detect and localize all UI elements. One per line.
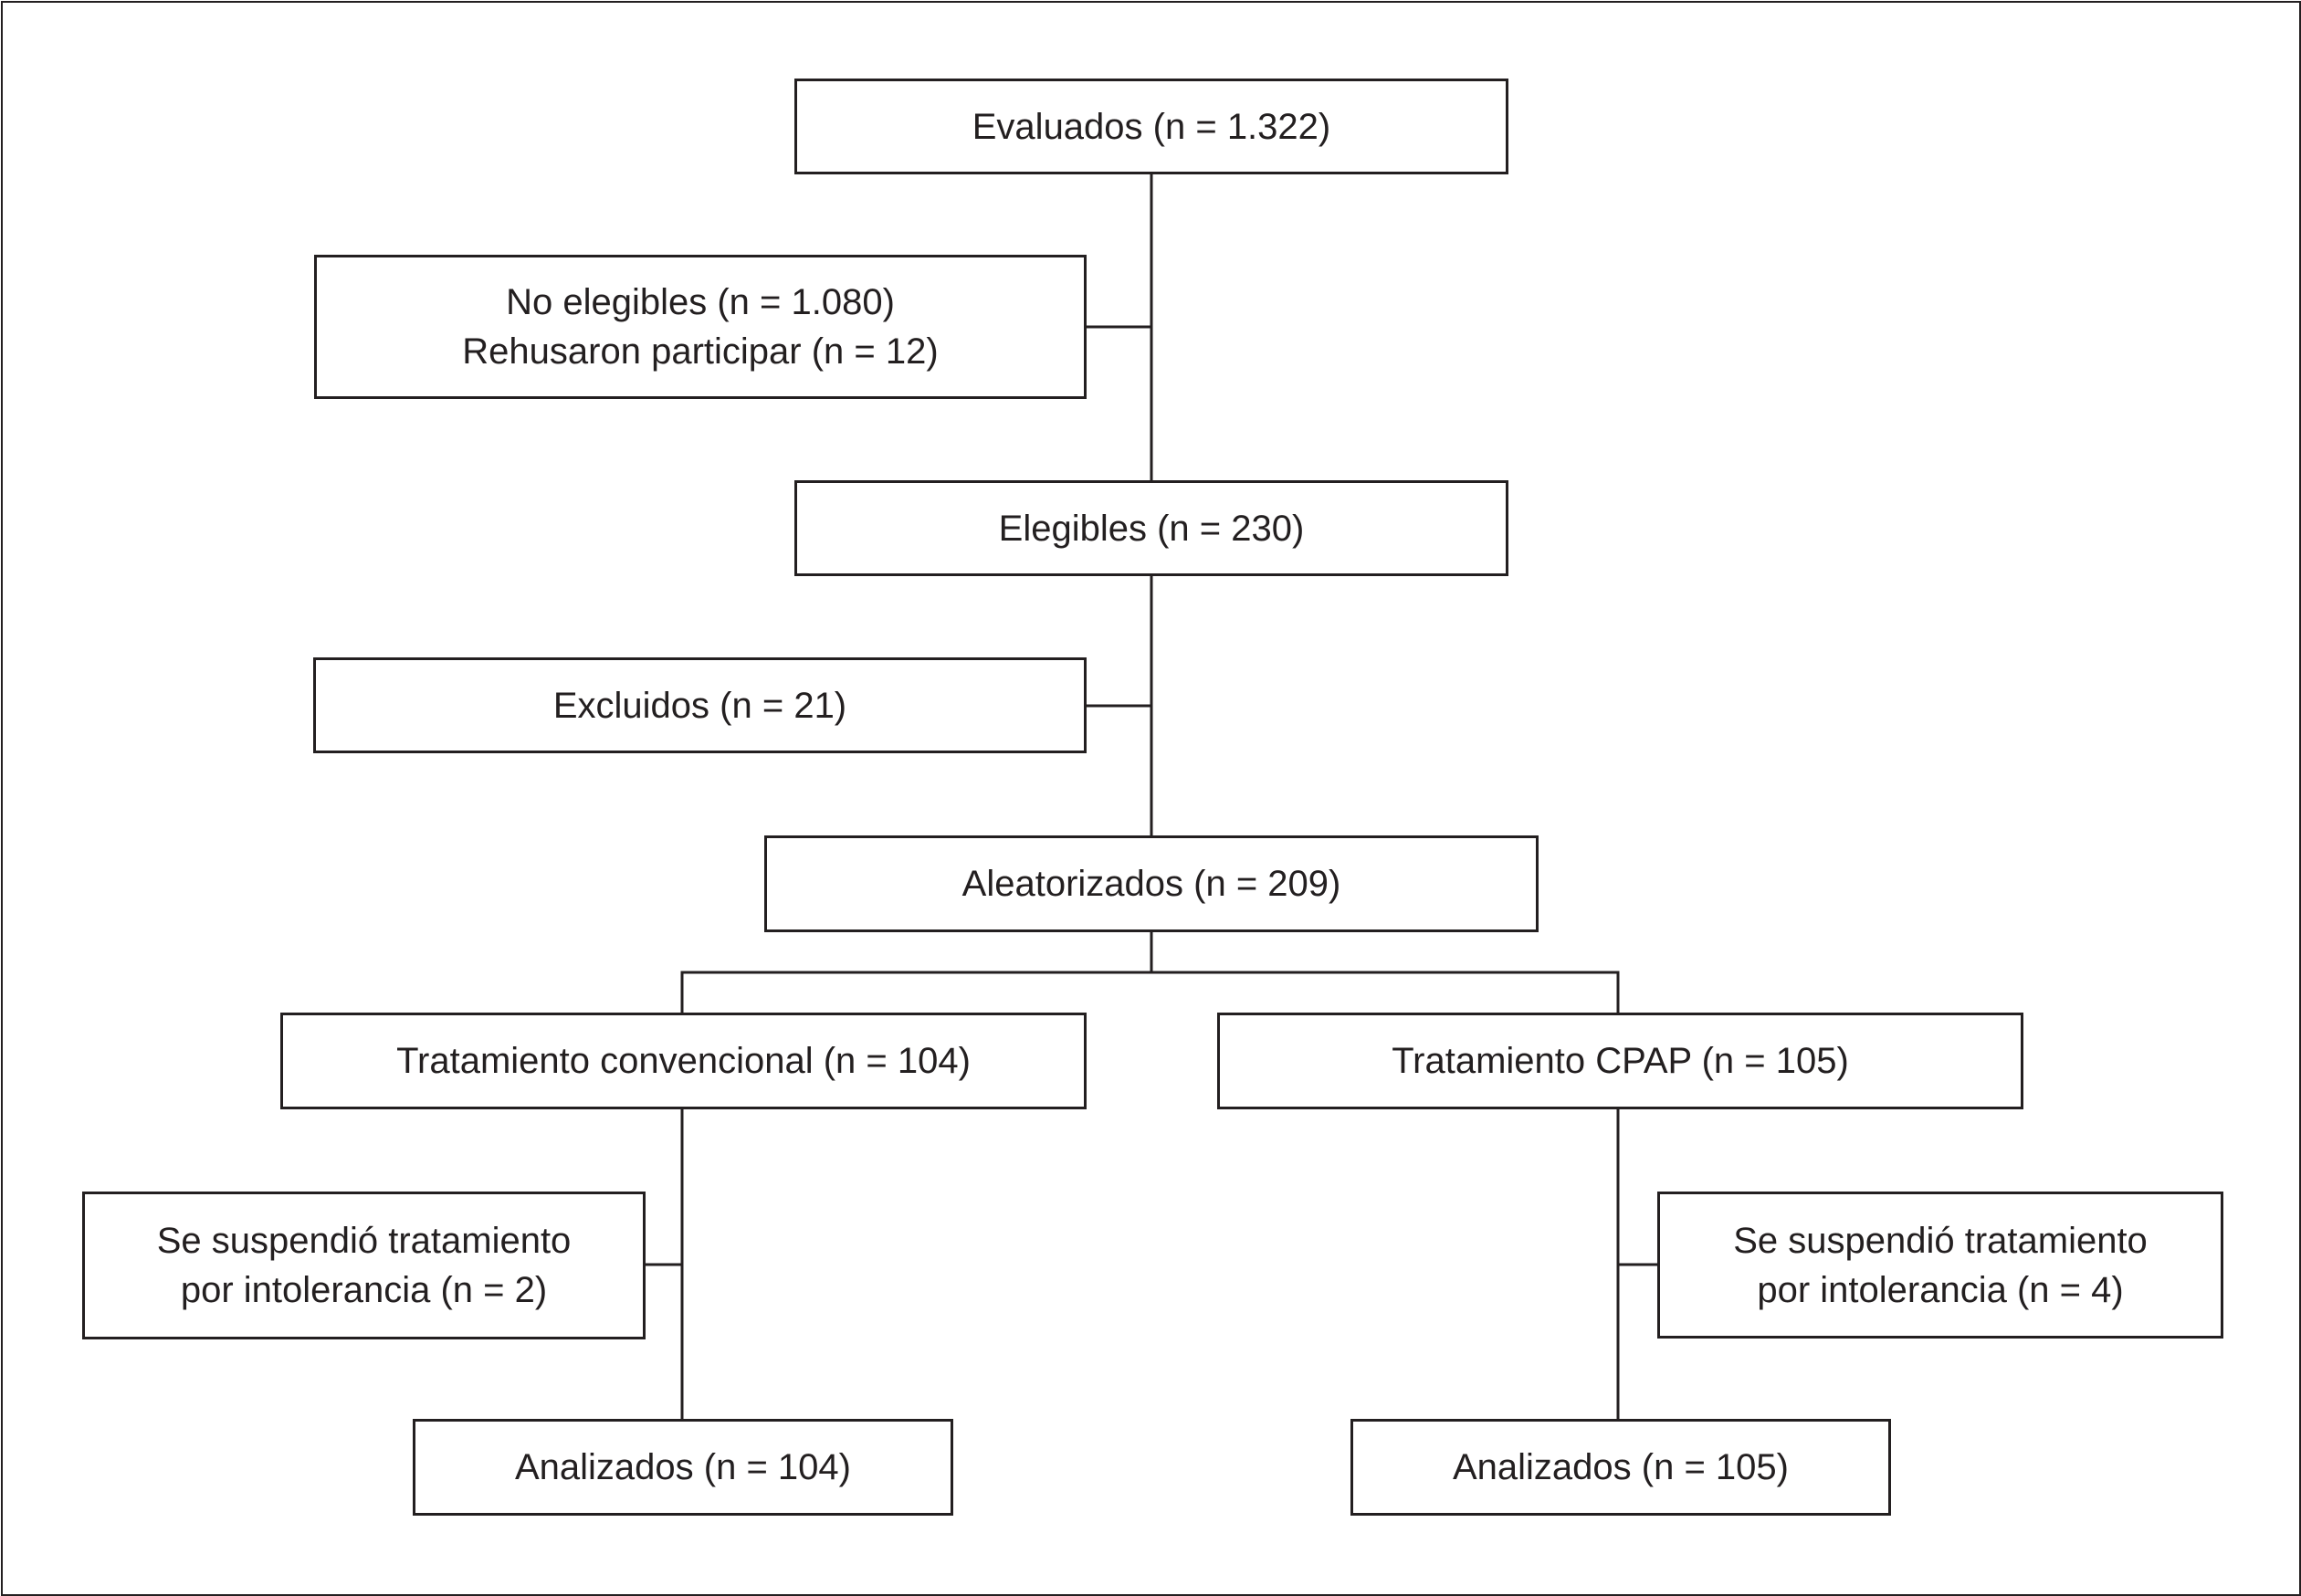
node-elegibles: Elegibles (n = 230) [794, 480, 1508, 576]
node-suspendio-cpap-line-1: Se suspendió tratamiento [1733, 1220, 2148, 1261]
node-excluidos-text: Excluidos (n = 21) [552, 685, 847, 726]
node-tratamiento-convencional: Tratamiento convencional (n = 104) [280, 1013, 1087, 1109]
node-excluidos: Excluidos (n = 21) [313, 657, 1087, 753]
node-suspendio-cpap: Se suspendió tratamiento por intoleranci… [1657, 1192, 2223, 1339]
node-no-elegibles-line-1: No elegibles (n = 1.080) [506, 282, 895, 322]
node-tratamiento-cpap: Tratamiento CPAP (n = 105) [1217, 1013, 2023, 1109]
node-elegibles-text: Elegibles (n = 230) [998, 508, 1305, 549]
node-analizados-cpap-text: Analizados (n = 105) [1452, 1447, 1789, 1487]
node-suspendio-cpap-line-2: por intolerancia (n = 4) [1757, 1269, 2124, 1310]
node-tratamiento-cpap-text: Tratamiento CPAP (n = 105) [1392, 1041, 1849, 1081]
node-analizados-cpap: Analizados (n = 105) [1350, 1419, 1891, 1516]
node-evaluados: Evaluados (n = 1.322) [794, 79, 1508, 174]
node-analizados-convencional-text: Analizados (n = 104) [514, 1447, 851, 1487]
node-tratamiento-convencional-text: Tratamiento convencional (n = 104) [396, 1041, 971, 1081]
node-no-elegibles-line-2: Rehusaron participar (n = 12) [462, 331, 939, 372]
node-analizados-convencional: Analizados (n = 104) [413, 1419, 953, 1516]
node-no-elegibles: No elegibles (n = 1.080) Rehusaron parti… [314, 255, 1087, 399]
node-suspendio-convencional-line-2: por intolerancia (n = 2) [180, 1270, 548, 1310]
node-suspendio-convencional: Se suspendió tratamiento por intoleranci… [82, 1192, 646, 1339]
node-aleatorizados-text: Aleatorizados (n = 209) [961, 864, 1341, 904]
node-aleatorizados: Aleatorizados (n = 209) [764, 835, 1539, 932]
node-suspendio-convencional-line-1: Se suspendió tratamiento [156, 1221, 572, 1261]
node-evaluados-text: Evaluados (n = 1.322) [972, 106, 1331, 147]
